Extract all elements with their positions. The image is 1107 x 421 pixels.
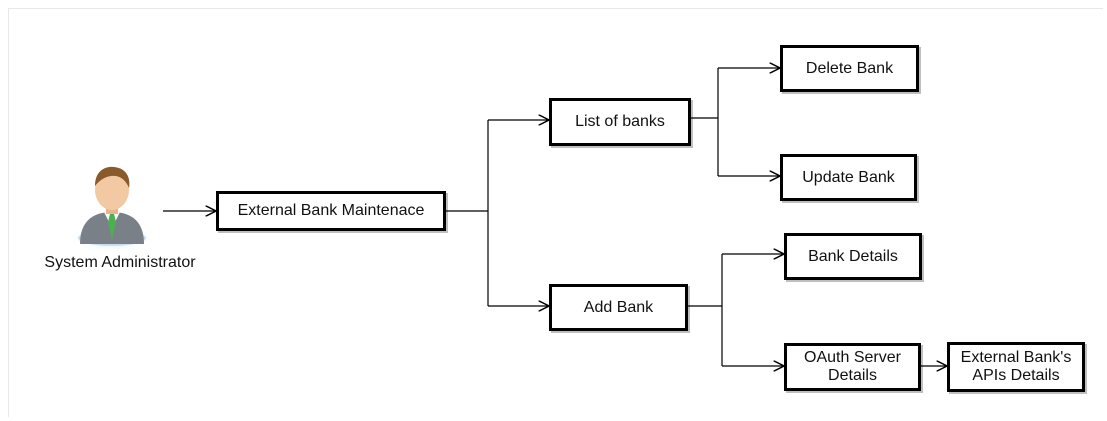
external-bank-maintenance-box[interactable]: External Bank Maintenace xyxy=(216,191,446,231)
user-icon xyxy=(66,166,158,252)
diagram-frame xyxy=(8,8,1103,417)
oauth-server-details-box[interactable]: OAuth Server Details xyxy=(784,343,921,391)
external-bank-apis-details-box[interactable]: External Bank's APIs Details xyxy=(947,342,1085,392)
delete-bank-box[interactable]: Delete Bank xyxy=(780,45,919,92)
bank-details-box[interactable]: Bank Details xyxy=(784,233,922,280)
actor-label: System Administrator xyxy=(44,254,196,271)
add-bank-box[interactable]: Add Bank xyxy=(549,284,688,331)
list-of-banks-box[interactable]: List of banks xyxy=(549,98,691,146)
update-bank-box[interactable]: Update Bank xyxy=(780,154,917,201)
